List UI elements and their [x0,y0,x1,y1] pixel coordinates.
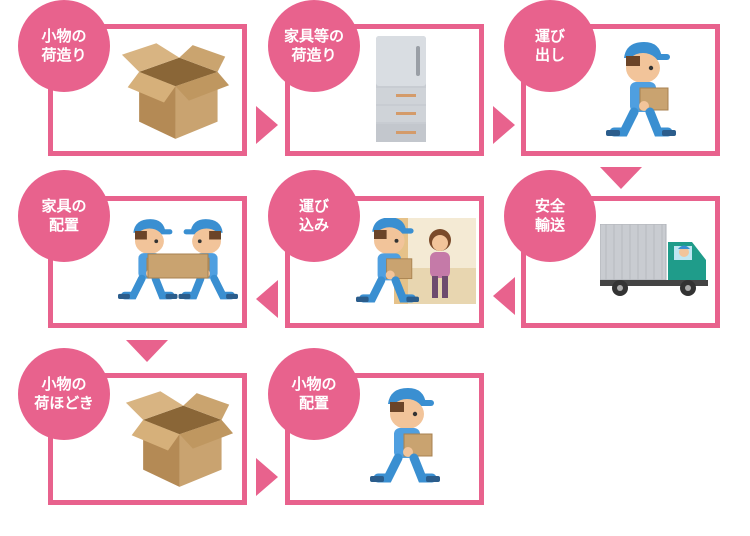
step-label-5: 運び 込み [268,170,360,262]
arrow-right-icon [256,458,278,496]
truck-icon [600,224,708,296]
cardboard-box-icon [121,43,230,139]
mover-carrying-box-icon [606,36,678,140]
mover-carrying-box-icon [370,382,442,486]
step-label-7: 小物の 荷ほどき [18,348,110,440]
step-label-4: 安全 輸送 [504,170,596,262]
arrow-down-icon [600,167,642,189]
step-label-8: 小物の 配置 [268,348,360,440]
step-label-6: 家具の 配置 [18,170,110,262]
mover-entering-room-icon [356,218,476,308]
cardboard-box-icon [125,391,234,487]
step-label-2: 家具等の 荷造り [268,0,360,92]
refrigerator-icon [376,36,426,142]
arrow-left-icon [256,280,278,318]
arrow-left-icon [493,277,515,315]
arrow-right-icon [493,106,515,144]
arrow-down-icon [126,340,168,362]
two-movers-carrying-box-icon [118,214,238,304]
step-label-1: 小物の 荷造り [18,0,110,92]
arrow-right-icon [256,106,278,144]
step-label-3: 運び 出し [504,0,596,92]
